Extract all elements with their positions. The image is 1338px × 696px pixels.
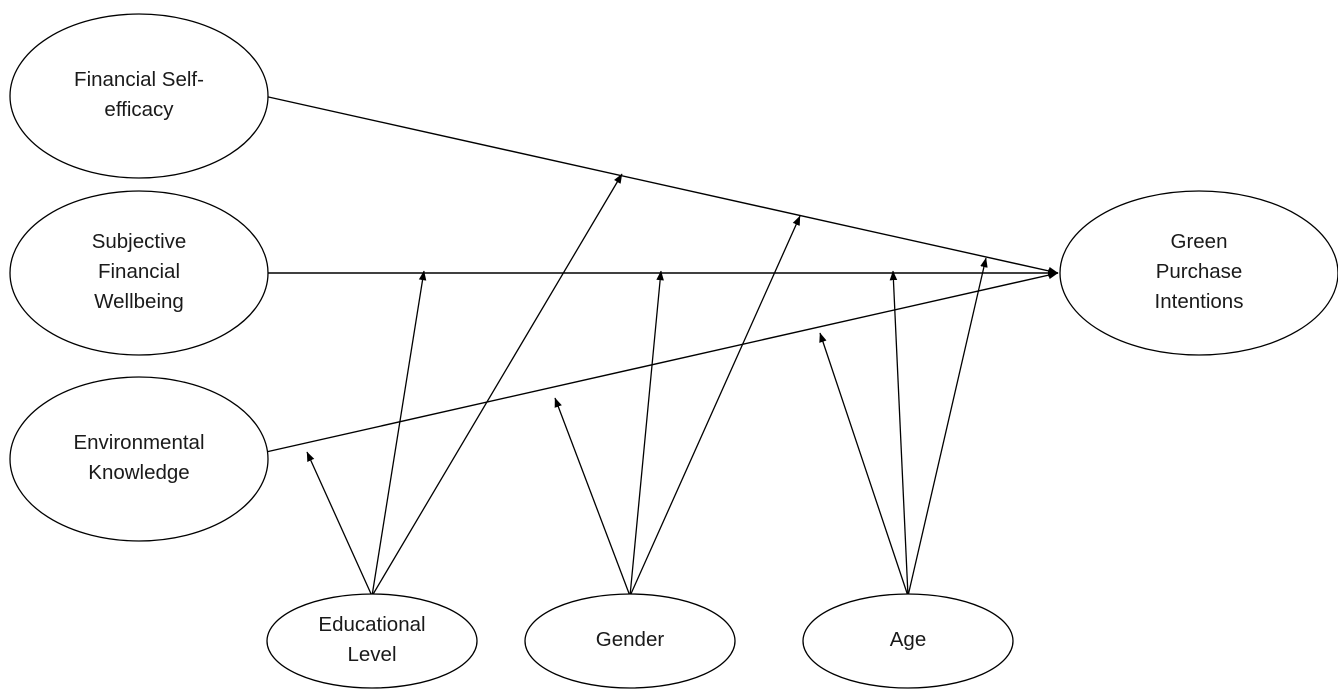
moderation-paths-group: [306, 173, 988, 597]
ellipse-educational-level[interactable]: [266, 593, 478, 689]
node-age[interactable]: Age: [802, 593, 1014, 689]
ellipse-environmental-knowledge[interactable]: [9, 376, 269, 542]
ellipse-green-purchase-intentions[interactable]: [1059, 190, 1338, 356]
label-age: Age: [890, 628, 926, 651]
node-gender[interactable]: Gender: [524, 593, 736, 689]
mod-educational-level-on-fse: [371, 173, 623, 597]
mod-educational-level-on-ek: [306, 451, 373, 597]
ellipse-gender[interactable]: [524, 593, 736, 689]
mod-gender-on-ek: [554, 397, 631, 597]
path-ek-to-gpi: [265, 271, 1059, 453]
ellipse-subjective-financial-wellbeing[interactable]: [9, 190, 269, 356]
label-financial-self-efficacy: Financial Self-efficacy: [74, 68, 204, 121]
mod-age-on-sfw: [889, 270, 909, 597]
ellipse-age[interactable]: [802, 593, 1014, 689]
mod-gender-on-sfw: [629, 270, 664, 597]
mod-age-on-ek: [819, 332, 909, 597]
path-fse-to-gpi: [263, 95, 1059, 275]
mod-age-on-fse: [907, 257, 988, 597]
node-financial-self-efficacy[interactable]: Financial Self-efficacy: [9, 13, 269, 179]
mod-gender-on-fse: [629, 215, 801, 597]
ellipse-financial-self-efficacy[interactable]: [9, 13, 269, 179]
label-gender: Gender: [596, 628, 665, 651]
mod-educational-level-on-sfw: [371, 270, 427, 597]
